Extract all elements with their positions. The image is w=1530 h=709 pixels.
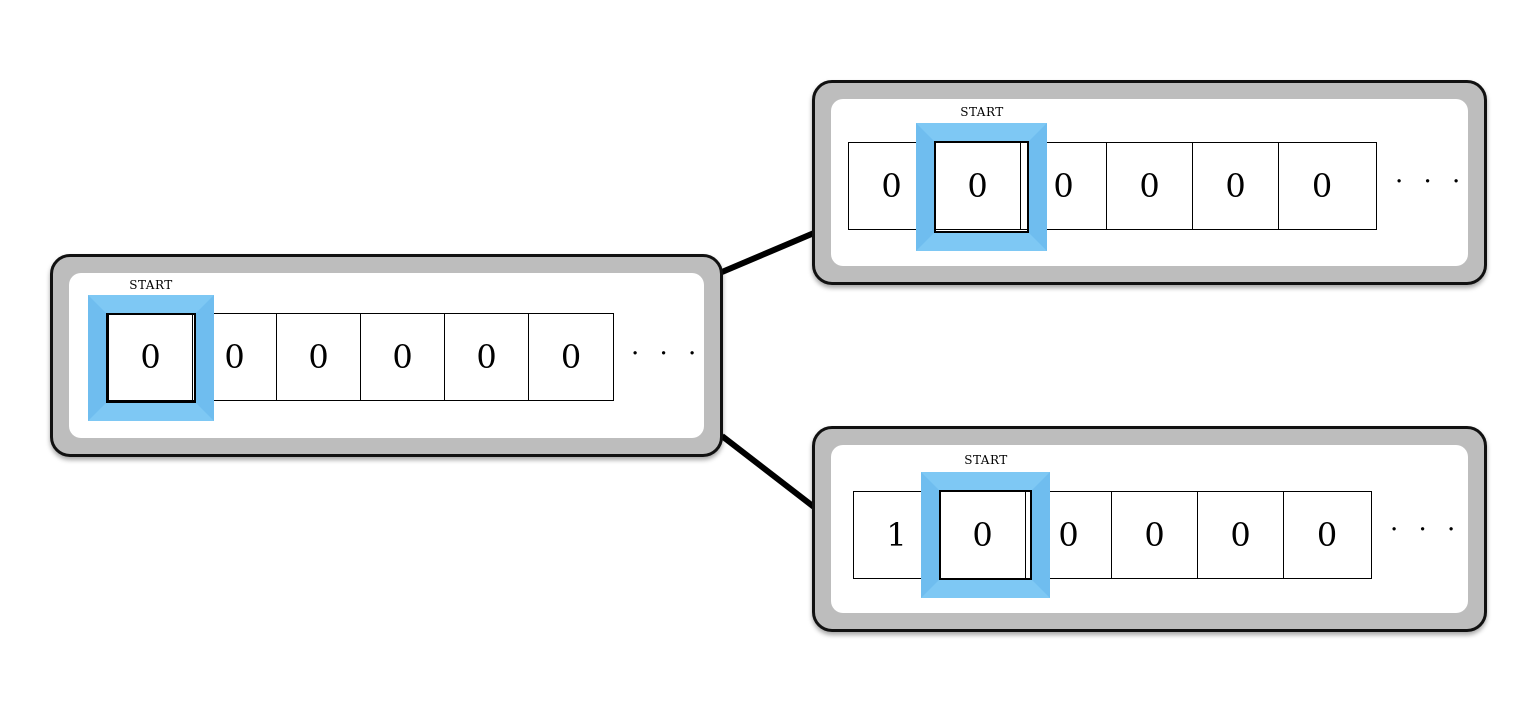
tape-cell: 0 — [560, 338, 582, 376]
start-label: START — [960, 105, 1004, 119]
tape-upper: 0 0 0 0 0 0 — [848, 142, 1377, 230]
tape-cell: 0 — [1311, 167, 1333, 205]
start-label: START — [129, 278, 173, 292]
config-upper: 0 0 0 0 0 0 START · · · — [812, 80, 1487, 285]
tape-cell: 0 — [1316, 516, 1338, 554]
ellipsis: · · · — [631, 339, 703, 369]
tape-head — [921, 472, 1050, 598]
tape-lower: 1 0 0 0 0 0 — [853, 491, 1372, 579]
connector-root-to-lower — [720, 433, 816, 510]
tape-head — [88, 295, 214, 421]
tape-cell: 0 — [445, 314, 529, 400]
tape-cell: 0 — [109, 314, 193, 400]
config-root: 0 0 0 0 0 0 START · · · — [50, 254, 723, 457]
start-label: START — [964, 453, 1008, 467]
tape-cell: 0 — [277, 314, 361, 400]
config-lower: 1 0 0 0 0 0 START · · · — [812, 426, 1487, 632]
ellipsis: · · · — [1395, 167, 1467, 197]
tape-cell: 0 — [193, 314, 277, 400]
tape-head — [916, 123, 1047, 251]
tape-cell: 0 — [1026, 492, 1112, 578]
tape-cell: 0 — [1112, 492, 1198, 578]
tape-cell: 0 — [361, 314, 445, 400]
tape-cell: 0 — [1107, 143, 1193, 229]
tape-cell: 0 — [1193, 143, 1279, 229]
tape-root: 0 0 0 0 0 0 — [108, 313, 614, 401]
connector-root-to-upper — [720, 230, 816, 275]
tape-cell: 0 — [935, 143, 1021, 229]
tape-cell: 0 — [1198, 492, 1284, 578]
tape-cell: 0 — [1021, 143, 1107, 229]
ellipsis: · · · — [1390, 515, 1462, 545]
tape-cell: 0 — [940, 492, 1026, 578]
